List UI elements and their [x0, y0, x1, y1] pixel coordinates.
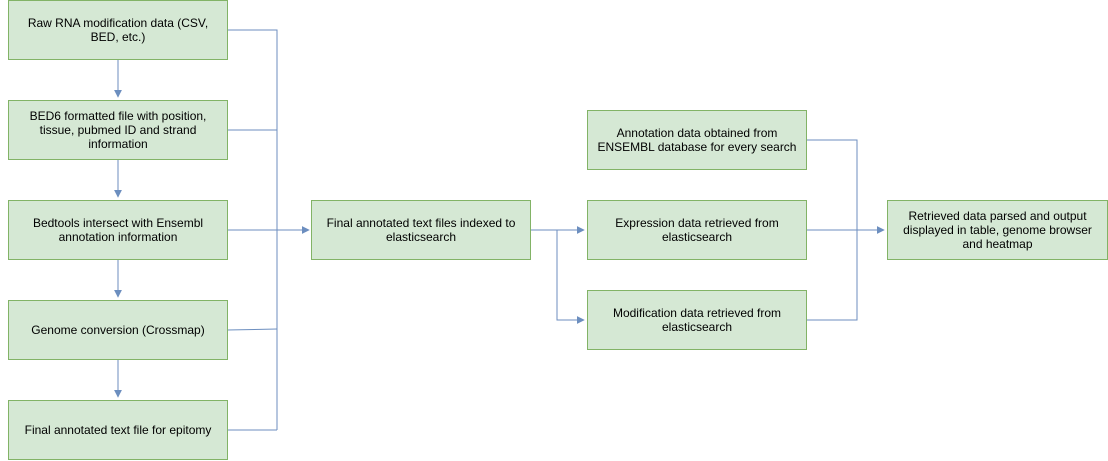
- edge-crossmap-to-bus: [226, 328, 278, 331]
- node-bedtools-intersect: Bedtools intersect with Ensembl annotati…: [8, 200, 228, 260]
- edge-raw-to-bus: [227, 29, 278, 430]
- node-output: Retrieved data parsed and output display…: [887, 200, 1108, 260]
- node-genome-conversion: Genome conversion (Crossmap): [8, 300, 228, 360]
- node-annotation-data: Annotation data obtained from ENSEMBL da…: [587, 110, 807, 170]
- node-epitomy-file: Final annotated text file for epitomy: [8, 400, 228, 460]
- node-bed6-file: BED6 formatted file with position, tissu…: [8, 100, 228, 160]
- node-modification-data: Modification data retrieved from elastic…: [587, 290, 807, 350]
- node-expression-data: Expression data retrieved from elasticse…: [587, 200, 807, 260]
- node-indexed-files: Final annotated text files indexed to el…: [311, 200, 531, 260]
- edge-indexed-to-modification: [556, 230, 585, 324]
- edge-annotation-to-output: [807, 139, 858, 230]
- edge-modification-to-output: [807, 230, 858, 321]
- node-raw-data: Raw RNA modification data (CSV, BED, etc…: [8, 0, 228, 60]
